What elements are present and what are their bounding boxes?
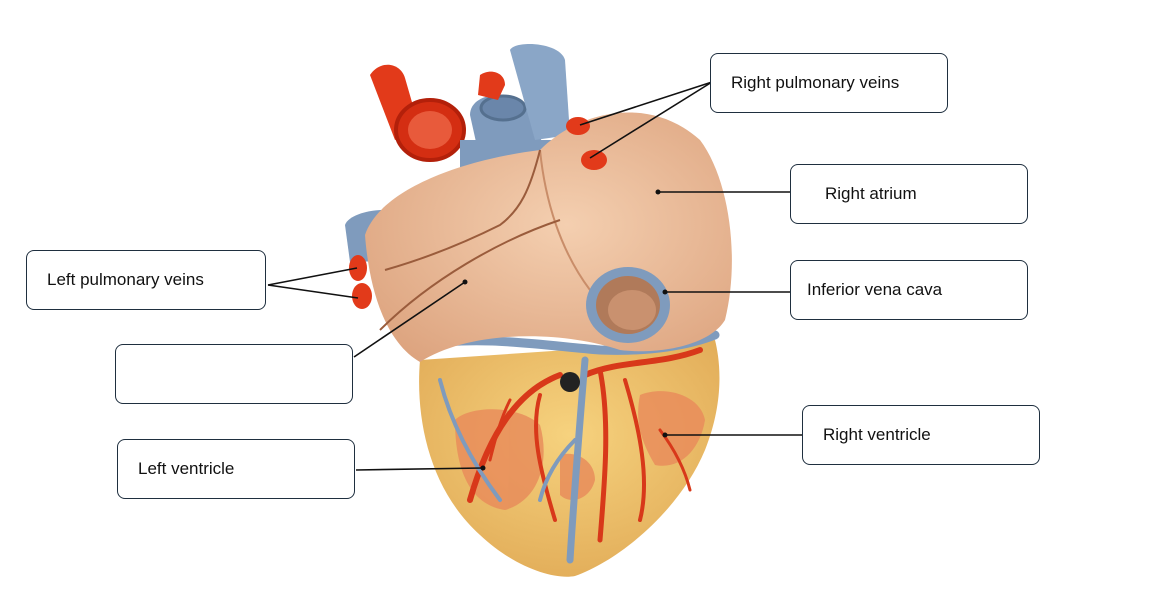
line-rpv-2 — [589, 81, 713, 159]
leader-lines — [267, 81, 802, 471]
right-pulmonary-vein-bottom — [581, 150, 607, 170]
label-right-atrium: Right atrium — [790, 164, 1028, 224]
label-right-ventricle: Right ventricle — [802, 405, 1040, 465]
label-blank — [115, 344, 353, 404]
dot-ivc — [662, 289, 668, 295]
left-pulmonary-vein-top — [349, 255, 367, 281]
line-lpv-1 — [267, 267, 358, 286]
great-vessels — [370, 44, 570, 170]
line-left-ventricle — [355, 467, 484, 471]
label-right-ventricle-text: Right ventricle — [823, 425, 931, 444]
label-right-pulmonary-veins-text: Right pulmonary veins — [731, 73, 900, 92]
red-vessel-top — [478, 71, 505, 100]
coronary-arteries — [467, 347, 703, 543]
line-blank — [353, 281, 466, 358]
left-pulmonary-vein-bottom — [352, 283, 372, 309]
label-left-ventricle: Left ventricle — [117, 439, 355, 499]
dot-blank — [462, 279, 468, 285]
line-rpv-1 — [579, 81, 713, 126]
line-lpv-2 — [267, 284, 359, 299]
svc — [510, 44, 570, 141]
label-left-pulmonary-veins: Left pulmonary veins — [26, 250, 266, 310]
dot-right-ventricle — [662, 432, 668, 438]
pulmonary-opening — [479, 94, 527, 122]
label-left-pulmonary-veins-text: Left pulmonary veins — [47, 270, 204, 289]
label-left-ventricle-text: Left ventricle — [138, 459, 235, 478]
label-right-pulmonary-veins: Right pulmonary veins — [710, 53, 948, 113]
dot-left-ventricle — [480, 465, 486, 471]
right-pulmonary-vein-top — [566, 117, 590, 135]
vessel-opening — [560, 372, 580, 392]
label-inferior-vena-cava-text: Inferior vena cava — [807, 280, 943, 299]
label-inferior-vena-cava: Inferior vena cava — [790, 260, 1028, 320]
dot-right-atrium — [655, 189, 661, 195]
label-right-atrium-text: Right atrium — [825, 184, 917, 203]
